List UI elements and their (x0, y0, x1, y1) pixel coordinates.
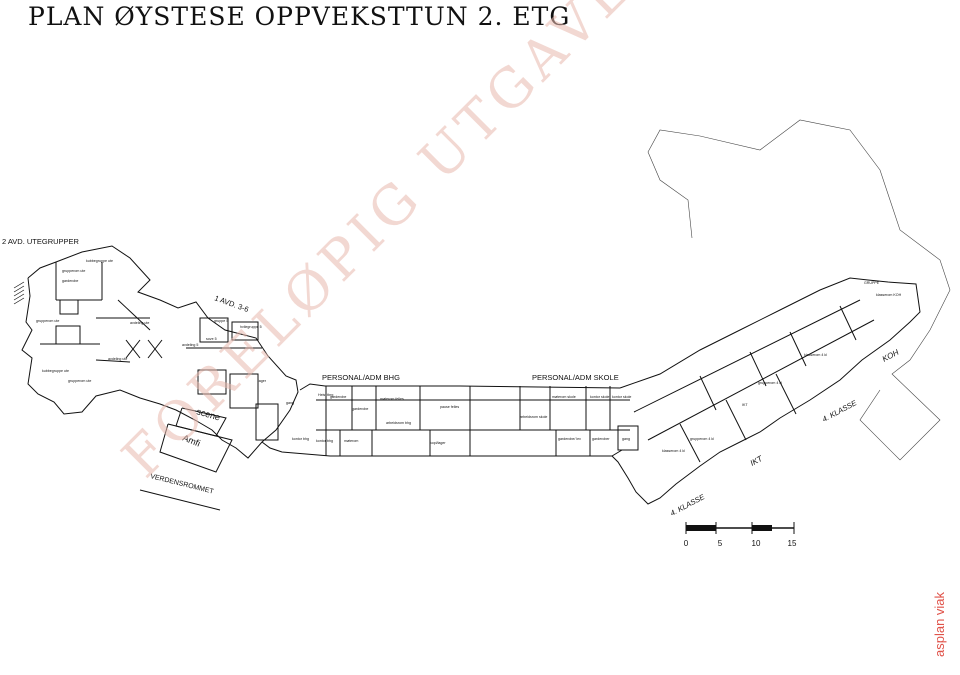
zone-koh: KOH (881, 348, 901, 364)
asplan-viak-logo: asplan viak (932, 591, 947, 657)
room-label: garderober (592, 437, 610, 441)
page-title: PLAN ØYSTESE OPPVEKSTTUN 2. ETG (28, 2, 571, 31)
scale-tick-5: 5 (718, 539, 723, 548)
zone-utegrupper: 2 AVD. UTEGRUPPER (2, 237, 80, 246)
room-label: møterom skole (552, 395, 576, 399)
room-label: hvilegruppe 5 (240, 325, 262, 329)
scale-tick-10: 10 (752, 539, 761, 548)
room-label: garderobe (62, 279, 78, 283)
scale-tick-0: 0 (684, 539, 689, 548)
brand-text: asplan viak (932, 591, 947, 657)
room-label: møterom (344, 439, 358, 443)
zone-4-klasse-upper: 4. KLASSE (821, 398, 859, 424)
room-label: grupperom ute (36, 319, 59, 323)
room-label: kubbegruppe ute (86, 259, 113, 263)
verdensrommet-edge (139, 489, 221, 511)
room-label: IKT (742, 403, 748, 407)
room-label: GRUPPE (864, 281, 880, 285)
zone-ikt: IKT (749, 453, 765, 467)
room-label: gang (286, 401, 294, 405)
room-label: klasserom 4 kl (804, 353, 827, 357)
zone-personal-bhg: PERSONAL/ADM BHG (322, 373, 400, 382)
room-label: avdeling 5 (182, 343, 198, 347)
room-label: sove 5 (206, 337, 217, 341)
building-outline (13, 245, 921, 505)
room-label: garderobe (352, 407, 368, 411)
room-label: møterom felles (380, 397, 404, 401)
room-label: gang (622, 437, 630, 441)
zone-4-klasse-lower: 4. KLASSE (669, 492, 707, 518)
room-label: garderobe/ lev (558, 437, 581, 441)
room-label: kopi/lager (430, 441, 446, 445)
room-label: kontor skole (612, 395, 631, 399)
room-labels: grupperom ute grupperom ute grupperom ut… (36, 259, 902, 453)
room-label: kubbegruppe ute (42, 369, 69, 373)
zone-personal-skole: PERSONAL/ADM SKOLE (532, 373, 619, 382)
scale-tick-15: 15 (788, 539, 797, 548)
room-label: grupperom 4 kl (690, 437, 714, 441)
room-label: grupperom ute (68, 379, 91, 383)
room-label: klasserom 4 kl (662, 449, 685, 453)
room-label: klasserom KOH (876, 293, 902, 297)
room-label: arbeidsrom bhg (386, 421, 411, 425)
room-label: grupperom ute (62, 269, 85, 273)
room-label: kontor bhg (292, 437, 309, 441)
site-boundary (647, 119, 951, 461)
room-label: arbeidsrom skole (520, 415, 547, 419)
room-label: kontor bhg (316, 439, 333, 443)
room-label: garderobe (330, 395, 346, 399)
room-label: gruppe 5 (214, 319, 228, 323)
room-label: Heist tbrg (318, 393, 333, 397)
room-label: kontor skole (590, 395, 609, 399)
room-label: pause felles (440, 405, 459, 409)
scale-bar: 0 5 10 15 (684, 522, 797, 548)
room-label: avdeling ute (108, 357, 127, 361)
room-label: grupperom 4 kl (758, 381, 782, 385)
room-label: lager (258, 379, 267, 383)
room-label: avdeling ute (130, 321, 149, 325)
